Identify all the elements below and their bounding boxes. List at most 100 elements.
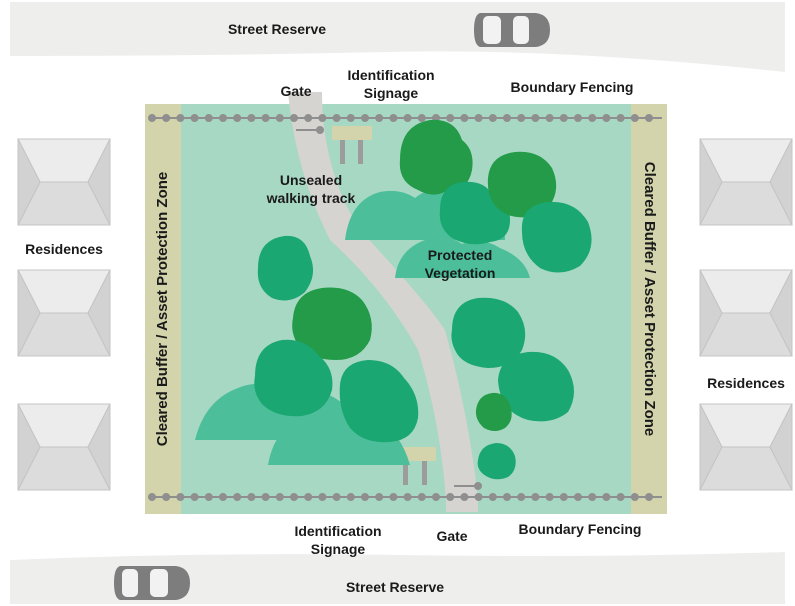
fence-post: [304, 493, 313, 501]
buffer-zone-right-label: Cleared Buffer / Asset Protection Zone: [641, 161, 658, 437]
tree-3: [487, 151, 557, 218]
fence-post: [219, 114, 227, 122]
fence-post: [545, 114, 554, 122]
protected-vegetation: [195, 119, 592, 480]
residence-left-1-icon: [17, 138, 111, 226]
shrub-mound-middle: [395, 236, 530, 278]
fence-post: [417, 114, 426, 122]
fence-post: [645, 493, 653, 501]
tree-12: [477, 443, 516, 480]
fence-post: [474, 114, 483, 122]
fence-post: [148, 493, 156, 501]
buffer-zone-right: [631, 104, 667, 514]
car-top-icon: [474, 13, 550, 47]
fence-post: [517, 493, 526, 501]
tree-7: [254, 339, 333, 417]
fence-post: [446, 493, 455, 501]
fence-post: [403, 493, 412, 501]
residence-left-3-icon: [17, 403, 111, 491]
fence-post: [503, 114, 511, 122]
street-reserve-bottom: [10, 552, 785, 604]
fence-post: [488, 114, 497, 122]
street-reserve-top-label: Street Reserve: [227, 21, 327, 37]
fence-post: [318, 114, 327, 122]
fence-post: [616, 493, 625, 501]
fence-post: [275, 114, 284, 122]
fence-post: [503, 493, 511, 501]
fence-post: [318, 493, 327, 501]
residence-left-2-icon: [17, 269, 111, 357]
fence-post: [574, 114, 582, 122]
fence-post: [417, 493, 426, 501]
fence-post: [375, 493, 384, 501]
tree-11: [475, 392, 512, 431]
identification-sign-top-icon: [332, 126, 372, 164]
boundary-fence-top: [148, 114, 662, 122]
fence-post: [332, 114, 341, 122]
fence-post: [233, 493, 242, 501]
tree-6: [292, 287, 372, 360]
residence-right-1-icon: [699, 138, 793, 226]
fence-post: [290, 493, 298, 501]
gate-top-icon: [296, 126, 324, 134]
gate-top-label: Gate: [280, 83, 312, 99]
fence-post: [346, 114, 355, 122]
boundary-fencing-top-label: Boundary Fencing: [510, 79, 634, 95]
fence-post: [176, 114, 185, 122]
fence-post: [162, 114, 171, 122]
fence-post: [275, 493, 284, 501]
street-reserve-top: [10, 2, 785, 72]
boundary-fencing-bottom-label: Boundary Fencing: [518, 521, 642, 537]
fence-post: [190, 114, 199, 122]
fence-post: [474, 493, 483, 501]
residences-left-label: Residences: [25, 241, 103, 257]
residence-right-2-icon: [699, 269, 793, 357]
fence-post: [559, 114, 568, 122]
fence-post: [616, 114, 625, 122]
fence-post: [304, 114, 313, 122]
tree-4: [521, 201, 592, 273]
fence-post: [559, 493, 568, 501]
fence-post: [645, 114, 653, 122]
buffer-zone-left: [145, 104, 181, 514]
identification-signage-bottom-label: Identification Signage: [294, 523, 382, 557]
fence-post: [531, 493, 540, 501]
fence-post: [176, 493, 185, 501]
fence-post: [261, 493, 270, 501]
fence-post: [574, 493, 582, 501]
fence-post: [602, 493, 611, 501]
fence-post: [630, 114, 639, 122]
fence-post: [588, 114, 597, 122]
fence-post: [190, 493, 199, 501]
fence-post: [389, 493, 398, 501]
fence-post: [247, 493, 256, 501]
fence-post: [460, 493, 469, 501]
tree-5: [257, 235, 314, 301]
fence-post: [375, 114, 384, 122]
tree-cluster: [254, 119, 592, 480]
fence-post: [517, 114, 526, 122]
fence-post: [219, 493, 227, 501]
walking-track-label: Unsealed walking track: [266, 172, 356, 206]
fence-post: [290, 114, 298, 122]
gate-bottom-label: Gate: [436, 528, 468, 544]
fence-post: [545, 493, 554, 501]
tree-9: [451, 297, 526, 368]
fence-post: [247, 114, 256, 122]
fence-post: [148, 114, 156, 122]
fence-post: [531, 114, 540, 122]
boundary-fence-bottom: [148, 493, 662, 501]
tree-1: [399, 119, 473, 195]
buffer-zone-left-label: Cleared Buffer / Asset Protection Zone: [154, 171, 171, 447]
residence-right-3-icon: [699, 403, 793, 491]
car-bottom-icon: [114, 566, 190, 600]
street-reserve-bottom-label: Street Reserve: [345, 579, 445, 595]
gate-bottom-icon: [454, 482, 482, 490]
fence-post: [460, 114, 469, 122]
fence-post: [630, 493, 639, 501]
fence-post: [204, 493, 213, 501]
fence-post: [403, 114, 412, 122]
fence-post: [233, 114, 242, 122]
fence-post: [261, 114, 270, 122]
